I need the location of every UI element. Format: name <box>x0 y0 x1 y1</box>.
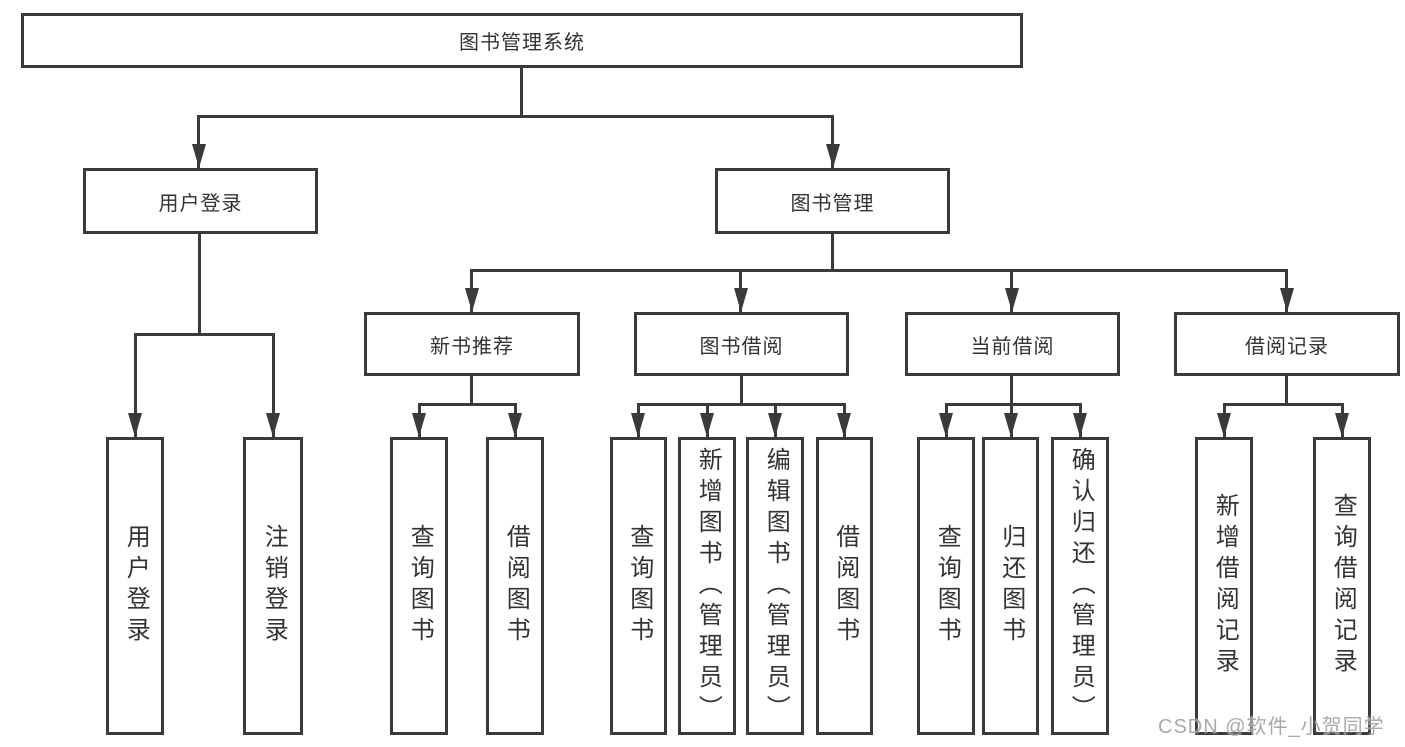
leaf-confirm-return-admin: 确认归还（管理员） <box>1051 437 1109 735</box>
node-book-borrowing: 图书借阅 <box>634 312 849 376</box>
leaf-label: 注销登录 <box>260 524 288 648</box>
connector-line <box>272 333 275 437</box>
node-user-login: 用户登录 <box>83 168 318 234</box>
arrowhead-down <box>508 413 522 437</box>
leaf-user-login: 用户登录 <box>106 437 164 735</box>
leaf-label: 查询图书 <box>625 524 653 648</box>
node-book-management: 图书管理 <box>715 168 950 234</box>
node-label: 当前借阅 <box>970 335 1055 358</box>
leaf-label: 用户登录 <box>122 524 150 648</box>
leaf-borrow-books-borrow: 借阅图书 <box>816 437 873 735</box>
connector-line <box>520 68 523 118</box>
connector-line <box>197 115 200 168</box>
leaf-query-borrow-record: 查询借阅记录 <box>1313 437 1371 735</box>
arrowhead-down <box>266 413 280 437</box>
connector-line <box>945 403 1082 406</box>
leaf-query-books-current: 查询图书 <box>917 437 975 735</box>
arrowhead-down <box>128 413 142 437</box>
node-library-management-system: 图书管理系统 <box>21 13 1023 68</box>
connector-line <box>197 115 834 118</box>
leaf-query-books-borrow: 查询图书 <box>610 437 667 735</box>
connector-line <box>470 376 473 406</box>
leaf-label: 查询借阅记录 <box>1329 493 1357 679</box>
connector-line <box>198 234 201 336</box>
leaf-add-borrow-record: 新增借阅记录 <box>1195 437 1253 735</box>
arrowhead-down <box>837 413 851 437</box>
node-borrowing-records: 借阅记录 <box>1174 312 1400 376</box>
leaf-label: 借阅图书 <box>831 524 859 648</box>
leaf-label: 查询图书 <box>933 524 961 648</box>
connector-line <box>1223 403 1344 406</box>
leaf-label: 查询图书 <box>406 524 434 648</box>
connector-line <box>418 403 517 406</box>
connector-line <box>831 115 834 168</box>
connector-line <box>1010 376 1013 406</box>
leaf-logout: 注销登录 <box>243 437 303 735</box>
arrowhead-down <box>1005 288 1019 312</box>
arrowhead-down <box>1004 413 1018 437</box>
node-label: 新书推荐 <box>430 335 514 358</box>
leaf-label: 新增图书（管理员） <box>694 446 722 726</box>
node-label: 借阅记录 <box>1245 335 1329 358</box>
connector-line <box>637 403 846 406</box>
arrowhead-down <box>1073 413 1087 437</box>
node-current-borrowing: 当前借阅 <box>905 312 1120 376</box>
csdn-watermark: CSDN @软件_小贺同学 <box>1158 716 1385 738</box>
arrowhead-down <box>826 144 840 168</box>
connector-line <box>1285 376 1288 406</box>
arrowhead-down <box>939 413 953 437</box>
arrowhead-down <box>631 413 645 437</box>
leaf-label: 借阅图书 <box>502 524 530 648</box>
arrowhead-down <box>1217 413 1231 437</box>
leaf-label: 编辑图书（管理员） <box>762 446 790 726</box>
leaf-query-books-recommend: 查询图书 <box>390 437 448 735</box>
arrowhead-down <box>1280 288 1294 312</box>
arrowhead-down <box>192 144 206 168</box>
connector-line <box>470 269 1288 272</box>
connector-line <box>134 333 275 336</box>
connector-line <box>134 333 137 437</box>
leaf-add-book-admin: 新增图书（管理员） <box>678 437 736 735</box>
leaf-borrow-books-recommend: 借阅图书 <box>486 437 544 735</box>
leaf-label: 确认归还（管理员） <box>1067 446 1095 726</box>
node-label: 图书管理系统 <box>459 32 585 54</box>
leaf-label: 新增借阅记录 <box>1211 493 1239 679</box>
arrowhead-down <box>768 413 782 437</box>
node-label: 图书借阅 <box>699 335 784 358</box>
node-label: 图书管理 <box>790 192 875 215</box>
arrowhead-down <box>412 413 426 437</box>
connector-line <box>740 376 743 406</box>
leaf-edit-book-admin: 编辑图书（管理员） <box>746 437 804 735</box>
arrowhead-down <box>700 413 714 437</box>
arrowhead-down <box>465 288 479 312</box>
node-new-book-recommendation: 新书推荐 <box>364 312 580 376</box>
arrowhead-down <box>734 288 748 312</box>
connector-line <box>831 234 834 272</box>
leaf-return-book: 归还图书 <box>982 437 1039 735</box>
node-label: 用户登录 <box>158 192 243 215</box>
leaf-label: 归还图书 <box>997 524 1025 648</box>
arrowhead-down <box>1335 413 1349 437</box>
